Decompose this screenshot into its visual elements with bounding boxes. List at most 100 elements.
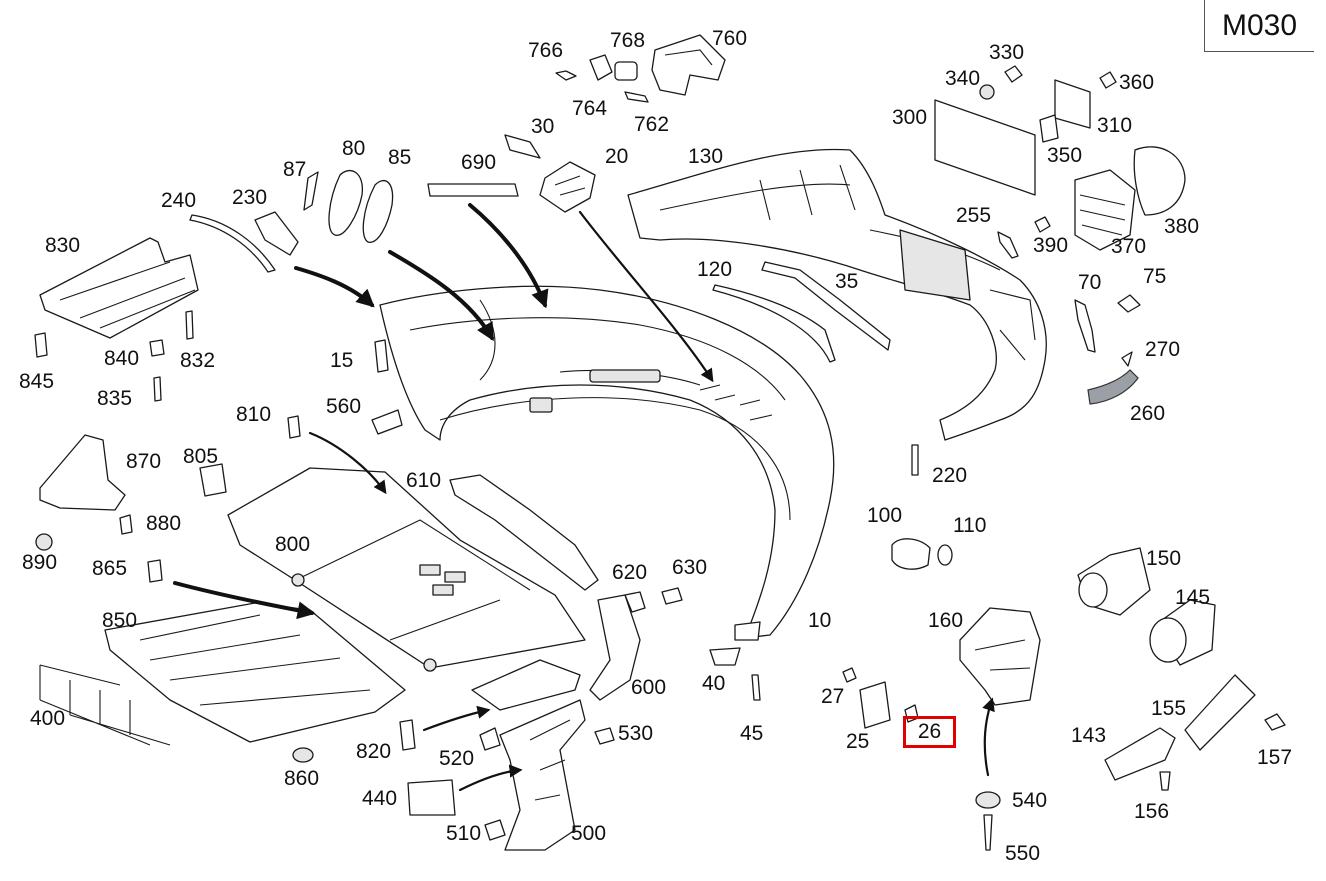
part-label-10[interactable]: 10	[808, 609, 832, 632]
screw-810	[287, 415, 301, 439]
part-label-840[interactable]: 840	[104, 347, 140, 370]
part-label-380[interactable]: 380	[1164, 215, 1200, 238]
part-label-45[interactable]: 45	[740, 722, 764, 745]
rear-panel	[627, 148, 1047, 441]
part-label-25[interactable]: 25	[846, 730, 870, 753]
part-label-100[interactable]: 100	[867, 504, 903, 527]
screw-330	[1004, 65, 1023, 83]
part-label-560[interactable]: 560	[326, 395, 362, 418]
part-label-30[interactable]: 30	[531, 115, 555, 138]
part-label-550[interactable]: 550	[1005, 842, 1041, 865]
part-label-20[interactable]: 20	[605, 145, 629, 168]
part-label-350[interactable]: 350	[1047, 144, 1083, 167]
bracket-520	[471, 659, 581, 711]
part-label-890[interactable]: 890	[22, 551, 58, 574]
bracket-870	[39, 434, 126, 511]
part-768	[614, 61, 638, 81]
bracket-230	[254, 211, 299, 256]
part-label-87[interactable]: 87	[283, 158, 307, 181]
sheet-code: M030	[1204, 0, 1314, 52]
part-label-310[interactable]: 310	[1097, 114, 1133, 137]
part-label-255[interactable]: 255	[956, 204, 992, 227]
part-label-766[interactable]: 766	[528, 39, 564, 62]
part-label-160[interactable]: 160	[928, 609, 964, 632]
part-label-145[interactable]: 145	[1175, 586, 1211, 609]
part-label-850[interactable]: 850	[102, 609, 138, 632]
part-label-230[interactable]: 230	[232, 186, 268, 209]
part-label-15[interactable]: 15	[330, 349, 354, 372]
part-label-270[interactable]: 270	[1145, 338, 1181, 361]
part-label-440[interactable]: 440	[362, 787, 398, 810]
part-label-690[interactable]: 690	[461, 151, 497, 174]
part-label-880[interactable]: 880	[146, 512, 182, 535]
part-label-75[interactable]: 75	[1143, 265, 1167, 288]
part-label-805[interactable]: 805	[183, 445, 219, 468]
bracket-610	[449, 474, 599, 591]
part-label-340[interactable]: 340	[945, 67, 981, 90]
part-label-360[interactable]: 360	[1119, 71, 1155, 94]
sensor-100	[891, 538, 931, 570]
part-label-820[interactable]: 820	[356, 740, 392, 763]
part-label-510[interactable]: 510	[446, 822, 482, 845]
part-label-27[interactable]: 27	[821, 685, 845, 708]
part-label-830[interactable]: 830	[45, 234, 81, 257]
part-label-80[interactable]: 80	[342, 137, 366, 160]
part-label-620[interactable]: 620	[612, 561, 648, 584]
assembly-arrows	[173, 203, 995, 792]
screw-360	[1099, 71, 1117, 89]
part-label-85[interactable]: 85	[388, 146, 412, 169]
part-label-630[interactable]: 630	[672, 556, 708, 579]
part-label-865[interactable]: 865	[92, 557, 128, 580]
part-label-143[interactable]: 143	[1071, 724, 1107, 747]
nut-540	[975, 791, 1001, 809]
clip-30	[504, 134, 541, 159]
clip-270	[1121, 351, 1133, 367]
part-label-800[interactable]: 800	[275, 533, 311, 556]
part-label-845[interactable]: 845	[19, 370, 55, 393]
screw-27	[842, 667, 857, 683]
clip-560	[371, 409, 403, 435]
part-label-610[interactable]: 610	[406, 469, 442, 492]
part-label-260[interactable]: 260	[1130, 402, 1166, 425]
part-label-300[interactable]: 300	[892, 106, 928, 129]
part-label-40[interactable]: 40	[702, 672, 726, 695]
bumper-cover	[379, 285, 835, 641]
part-label-540[interactable]: 540	[1012, 789, 1048, 812]
part-label-500[interactable]: 500	[571, 822, 607, 845]
part-label-600[interactable]: 600	[631, 676, 667, 699]
screw-530	[594, 727, 615, 745]
part-label-130[interactable]: 130	[688, 145, 724, 168]
part-label-764[interactable]: 764	[572, 97, 608, 120]
part-label-870[interactable]: 870	[126, 450, 162, 473]
part-label-330[interactable]: 330	[989, 41, 1025, 64]
part-label-760[interactable]: 760	[712, 27, 748, 50]
part-label-240[interactable]: 240	[161, 189, 197, 212]
part-label-390[interactable]: 390	[1033, 234, 1069, 257]
part-label-762[interactable]: 762	[634, 113, 670, 136]
part-label-768[interactable]: 768	[610, 29, 646, 52]
part-label-120[interactable]: 120	[697, 258, 733, 281]
part-label-370[interactable]: 370	[1111, 235, 1147, 258]
screw-845	[34, 332, 48, 358]
part-label-520[interactable]: 520	[439, 747, 475, 770]
part-label-810[interactable]: 810	[236, 403, 272, 426]
part-label-860[interactable]: 860	[284, 767, 320, 790]
part-label-530[interactable]: 530	[618, 722, 654, 745]
part-label-832[interactable]: 832	[180, 349, 216, 372]
screw-390	[1034, 216, 1051, 233]
part-label-157[interactable]: 157	[1257, 746, 1293, 769]
bracket-500	[499, 699, 586, 851]
rivet-220	[911, 444, 919, 476]
part-label-35[interactable]: 35	[835, 270, 859, 293]
part-label-70[interactable]: 70	[1078, 271, 1102, 294]
part-label-156[interactable]: 156	[1134, 800, 1170, 823]
part-label-220[interactable]: 220	[932, 464, 968, 487]
nut-890	[35, 533, 53, 551]
part-label-110[interactable]: 110	[953, 514, 987, 537]
part-label-835[interactable]: 835	[97, 387, 133, 410]
part-label-155[interactable]: 155	[1151, 697, 1187, 720]
part-label-400[interactable]: 400	[30, 707, 66, 730]
grid-400	[39, 664, 171, 746]
part-label-150[interactable]: 150	[1146, 547, 1182, 570]
highlighted-part-box[interactable]: 26	[903, 716, 956, 748]
